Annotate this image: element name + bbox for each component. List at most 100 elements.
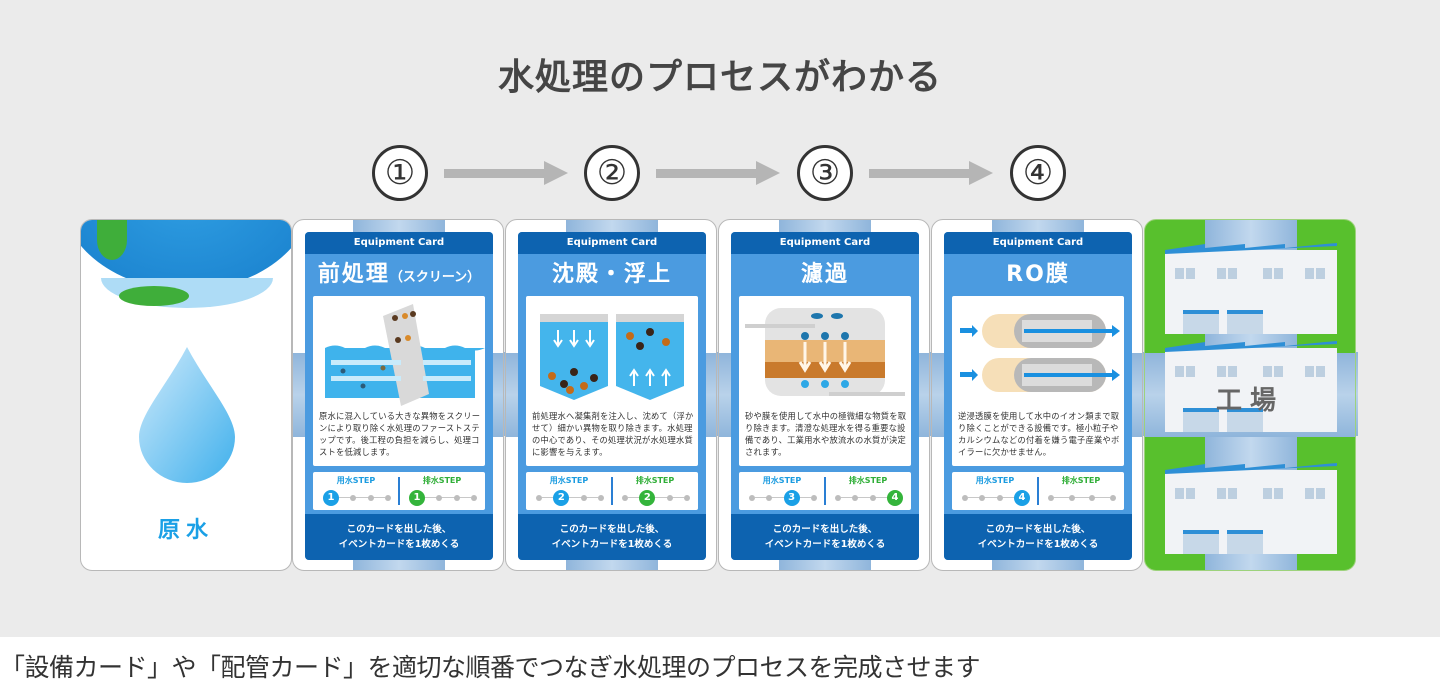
- window-icon: [1263, 268, 1283, 279]
- card-footer: このカードを出した後、 イベントカードを1枚めくる: [305, 514, 493, 560]
- step-marker: [470, 495, 477, 501]
- step-marker: [1089, 495, 1096, 501]
- shutter-door-icon: [1227, 310, 1263, 334]
- destination-card-factory[interactable]: 工場: [1144, 219, 1356, 571]
- use-step-track: 1: [323, 490, 391, 506]
- drain-step: 排水STEP: [1038, 472, 1124, 510]
- step-marker: [384, 495, 391, 501]
- step-label: ①: [384, 153, 416, 193]
- drain-step: 排水STEP 4: [825, 472, 911, 510]
- arrow-right-icon: [656, 161, 780, 185]
- card-title: 沈殿・浮上: [518, 254, 706, 296]
- equipment-card[interactable]: Equipment Card 濾過 砂や膜を使用して水中の極微細な物質を取り除き…: [718, 219, 930, 571]
- step-marker: [810, 495, 817, 501]
- card-title-main: 濾過: [800, 262, 849, 287]
- card-steps: 用水STEP 1 排水STEP 1: [313, 472, 485, 510]
- card-footer-line: イベントカードを1枚めくる: [764, 539, 886, 550]
- shutter-door-icon: [1183, 408, 1219, 432]
- drain-step-track: [1048, 490, 1116, 506]
- card-row: 原水 Equipment Card 前処理（スクリーン） 原水に混入している大き…: [80, 219, 1358, 571]
- equipment-card-face: Equipment Card RO膜 逆浸透膜を使用して水中のイオン類まで取り除…: [944, 232, 1132, 560]
- step-marker-active: 4: [886, 490, 903, 506]
- step-marker-active: 1: [409, 490, 425, 506]
- step-number-1: ①: [372, 145, 428, 201]
- card-footer-line: このカードを出した後、: [985, 524, 1091, 535]
- shutter-door-icon: [1227, 408, 1263, 432]
- shutter-door-icon: [1227, 530, 1263, 554]
- step-marker: [869, 495, 876, 501]
- step-label: ③: [809, 153, 841, 193]
- use-step: 用水STEP 3: [739, 472, 825, 510]
- card-footer-line: このカードを出した後、: [772, 524, 878, 535]
- land-shape: [119, 286, 189, 306]
- source-card-raw-water[interactable]: 原水: [80, 219, 292, 571]
- step-number-4: ④: [1010, 145, 1066, 201]
- equipment-card[interactable]: Equipment Card 前処理（スクリーン） 原水に混入している大きな異物…: [292, 219, 504, 571]
- card-title-main: 沈殿・浮上: [551, 262, 672, 287]
- card-footer-line: イベントカードを1枚めくる: [338, 539, 460, 550]
- card-header: Equipment Card: [518, 232, 706, 254]
- window-icon: [1217, 366, 1237, 377]
- arrow-right-icon: [444, 161, 568, 185]
- card-title: 濾過: [731, 254, 919, 296]
- equipment-card-face: Equipment Card 沈殿・浮上 前処理水へ凝集剤を注入し、沈めて（浮か…: [518, 232, 706, 560]
- step-marker-active: 4: [1013, 490, 1030, 506]
- card-description: 逆浸透膜を使用して水中のイオン類まで取り除くことができる設備です。極小粒子やカル…: [958, 411, 1120, 457]
- window-icon: [1263, 488, 1283, 499]
- drain-step-label: 排水STEP: [1061, 476, 1101, 485]
- drain-step-track: 1: [409, 490, 477, 506]
- factory-building-icon: [1165, 463, 1337, 554]
- equipment-card[interactable]: Equipment Card 沈殿・浮上 前処理水へ凝集剤を注入し、沈めて（浮か…: [505, 219, 717, 571]
- step-marker-active: 2: [553, 490, 570, 506]
- step-marker: [683, 495, 690, 501]
- step-marker: [580, 495, 587, 501]
- step-marker: [835, 495, 841, 501]
- step-label: ④: [1022, 153, 1054, 193]
- game-board-area: 水処理のプロセスがわかる ① ② ③ ④ 原水 Equipme: [0, 0, 1440, 637]
- card-title: RO膜: [944, 254, 1132, 296]
- card-title-main: 前処理: [317, 262, 390, 287]
- card-description: 前処理水へ凝集剤を注入し、沈めて（浮かせて）細かい異物を取り除きます。水処理の中…: [532, 411, 694, 457]
- step-marker: [852, 495, 859, 501]
- card-description: 原水に混入している大きな異物をスクリーンにより取り除く水処理のファーストステップ…: [319, 411, 481, 457]
- use-step-track: 2: [536, 490, 604, 506]
- card-footer: このカードを出した後、 イベントカードを1枚めくる: [944, 514, 1132, 560]
- step-marker: [367, 495, 374, 501]
- factory-building-icon: [1165, 243, 1337, 334]
- window-icon: [1263, 366, 1283, 377]
- use-step: 用水STEP 4: [952, 472, 1038, 510]
- window-icon: [1305, 488, 1325, 499]
- card-footer-line: このカードを出した後、: [559, 524, 665, 535]
- window-icon: [1305, 268, 1325, 279]
- window-icon: [1175, 366, 1195, 377]
- window-icon: [1217, 268, 1237, 279]
- card-footer: このカードを出した後、 イベントカードを1枚めくる: [731, 514, 919, 560]
- drain-step-track: 2: [622, 490, 690, 506]
- destination-card-label: 工場: [1215, 386, 1284, 416]
- sedimentation-illustration: [526, 296, 698, 406]
- step-marker: [622, 495, 628, 501]
- use-step-label: 用水STEP: [549, 476, 589, 485]
- use-step-label: 用水STEP: [975, 476, 1015, 485]
- step-marker: [1048, 495, 1054, 501]
- step-divider: [824, 477, 826, 505]
- shutter-door-icon: [1183, 310, 1219, 334]
- window-icon: [1217, 488, 1237, 499]
- drain-step: 排水STEP 1: [399, 472, 485, 510]
- use-step: 用水STEP 1: [313, 472, 399, 510]
- step-marker: [979, 495, 986, 501]
- use-step-label: 用水STEP: [762, 476, 802, 485]
- equipment-card-face: Equipment Card 濾過 砂や膜を使用して水中の極微細な物質を取り除き…: [731, 232, 919, 560]
- use-step-track: 3: [749, 490, 817, 506]
- drain-step-label: 排水STEP: [422, 476, 462, 485]
- card-title: 前処理（スクリーン）: [305, 254, 493, 296]
- equipment-card[interactable]: Equipment Card RO膜 逆浸透膜を使用して水中のイオン類まで取り除…: [931, 219, 1143, 571]
- shutter-door-icon: [1183, 530, 1219, 554]
- card-body: 前処理水へ凝集剤を注入し、沈めて（浮かせて）細かい異物を取り除きます。水処理の中…: [526, 296, 698, 466]
- card-footer: このカードを出した後、 イベントカードを1枚めくる: [518, 514, 706, 560]
- card-footer-line: このカードを出した後、: [346, 524, 452, 535]
- drain-step-label: 排水STEP: [635, 476, 675, 485]
- card-steps: 用水STEP 2 排水STEP 2: [526, 472, 698, 510]
- use-step-track: 4: [962, 490, 1030, 506]
- step-marker: [436, 495, 443, 501]
